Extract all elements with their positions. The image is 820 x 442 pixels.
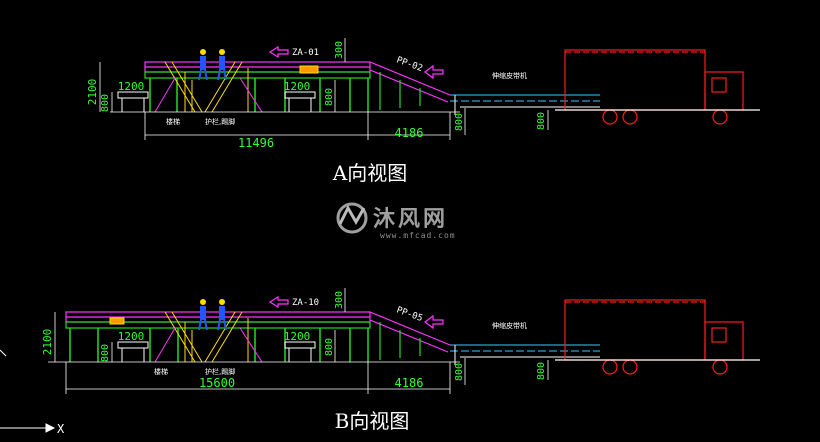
view-a-dim-base-height: 800 (100, 94, 111, 112)
view-b-support-legs (69, 328, 369, 362)
view-b-sign-box (109, 317, 125, 325)
view-a-truck (555, 49, 760, 125)
view-b-dim-ramp-drop: 800 (454, 363, 465, 381)
view-b-dim-span-main: 15600 (199, 376, 235, 390)
ucs-icon (0, 349, 56, 433)
watermark-logo-icon (336, 202, 368, 234)
view-a-title: A向视图 (332, 161, 407, 185)
view-b-title: B向视图 (335, 409, 410, 433)
view-b-dim-base-height: 800 (100, 344, 111, 362)
view-b: 2100 800 1200 1200 800 300 15600 4186 80… (41, 288, 760, 433)
view-a-dim-left-table: 1200 (118, 80, 145, 93)
view-a-workers (198, 49, 227, 81)
view-b-ramp-code: PP-05 (395, 305, 424, 324)
view-a-platform (144, 61, 371, 79)
view-a-ramp-code: PP-02 (395, 55, 424, 74)
view-a-dim-table-height: 800 (324, 88, 335, 106)
view-b-dim-truck-floor: 800 (536, 362, 547, 380)
view-a-dim-span-ramp: 4186 (395, 126, 424, 140)
view-a-guardrail-label: 护栏,踢脚 (205, 117, 235, 126)
view-a-ramp (369, 61, 451, 110)
view-a-dimension-lines (99, 38, 549, 140)
view-a-dim-truck-floor: 800 (536, 112, 547, 130)
view-a-stairs-label: 楼梯 (166, 117, 180, 126)
view-b-workers (198, 299, 227, 331)
view-b-right-workbench (284, 341, 316, 362)
view-b-guardrail-label: 护栏,踢脚 (205, 367, 235, 376)
view-b-dimension-lines (48, 288, 549, 394)
view-b-dim-rail-height: 300 (334, 291, 345, 309)
view-b-stairs (154, 311, 263, 363)
view-a: 2100 800 1200 1200 800 300 11496 4186 80… (86, 38, 760, 185)
view-a-dim-ramp-drop: 800 (454, 113, 465, 131)
view-a-dim-span-main: 11496 (238, 136, 274, 150)
view-a-direction-arrows (268, 45, 444, 80)
view-a-dim-right-table: 1200 (284, 80, 311, 93)
watermark: 沐风网 www.mfcad.com (336, 202, 456, 240)
view-a-sign-box (299, 65, 319, 74)
watermark-brand: 沐风网 (373, 207, 448, 232)
view-b-telescopic-conveyor (450, 344, 600, 365)
view-a-dim-overall-height: 2100 (86, 79, 99, 106)
view-a-telescopic-conveyor (450, 94, 600, 115)
view-b-dim-left-table: 1200 (118, 330, 145, 343)
view-a-right-workbench (284, 91, 316, 112)
view-b-dim-right-table: 1200 (284, 330, 311, 343)
view-a-left-workbench (117, 91, 149, 112)
view-a-section-code: ZA-01 (292, 48, 319, 58)
watermark-url: www.mfcad.com (380, 231, 456, 240)
view-b-left-workbench (117, 341, 149, 362)
view-b-ramp (369, 311, 451, 360)
view-b-section-code: ZA-10 (292, 298, 319, 308)
view-a-dim-rail-height: 300 (334, 41, 345, 59)
view-b-dim-overall-height: 2100 (41, 329, 54, 356)
view-b-dim-table-height: 800 (324, 338, 335, 356)
view-a-support-legs (149, 78, 369, 112)
view-b-stairs-label: 楼梯 (154, 367, 168, 376)
view-b-direction-arrows (268, 295, 444, 330)
view-b-truck (555, 299, 760, 375)
view-b-conveyor-label: 伸缩皮带机 (492, 321, 527, 330)
view-a-stairs (154, 61, 263, 113)
view-a-conveyor-label: 伸缩皮带机 (492, 71, 527, 80)
view-b-dim-span-ramp: 4186 (395, 376, 424, 390)
ucs-x-label: X (57, 422, 65, 436)
